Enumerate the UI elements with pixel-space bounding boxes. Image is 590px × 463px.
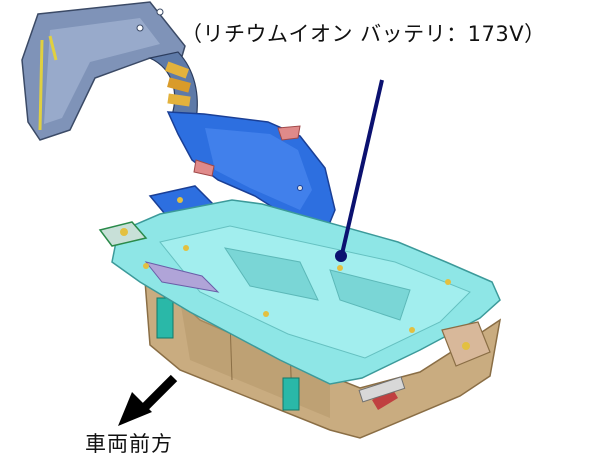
battery-lid: [98, 199, 501, 385]
battery-caption: （リチウムイオン バッテリ：173V）: [181, 22, 546, 46]
rear-bracket: [21, 1, 186, 141]
arrow-down-left-icon: [118, 374, 178, 426]
air-duct: [148, 111, 336, 233]
intake-hose: [148, 51, 198, 121]
vehicle-front-caption: 車両前方: [85, 432, 173, 456]
leader-line: [335, 79, 384, 262]
